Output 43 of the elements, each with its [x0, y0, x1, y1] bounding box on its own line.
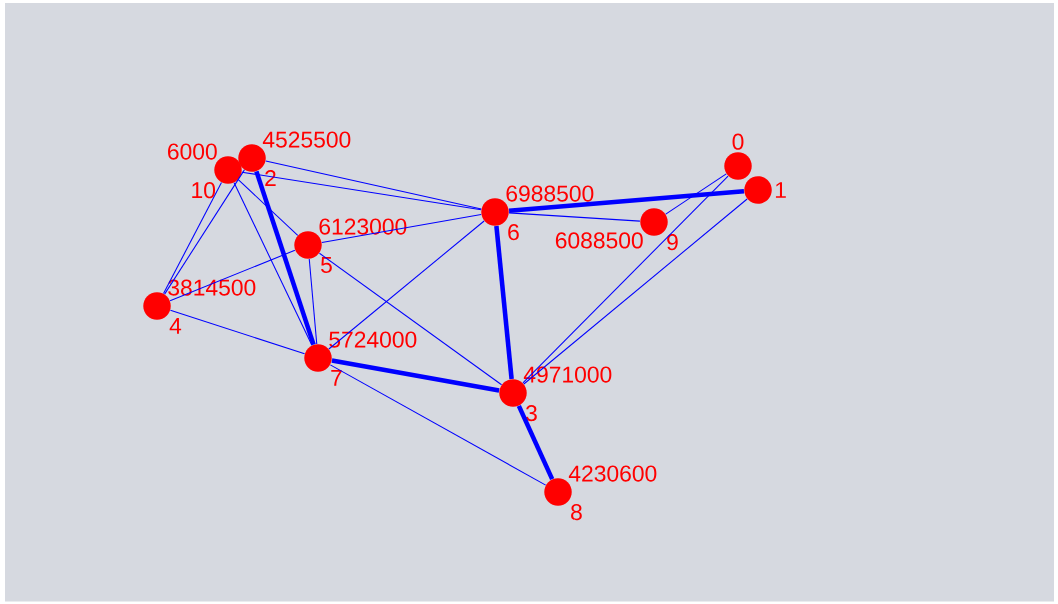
value-label: 6088500 — [555, 232, 643, 249]
edge-line — [254, 170, 316, 346]
edge-line — [523, 198, 748, 385]
edge-line — [522, 175, 729, 384]
index-label: 10 — [192, 182, 216, 199]
edge-line — [164, 169, 245, 295]
value-label: 6123000 — [319, 218, 407, 235]
edge-line — [329, 364, 547, 486]
value-label: 6988500 — [506, 185, 594, 202]
index-label: 0 — [732, 133, 744, 150]
index-label: 1 — [775, 182, 786, 198]
edge-line — [321, 213, 482, 244]
index-label: 8 — [571, 504, 582, 521]
edge-line — [508, 212, 641, 222]
edge-line — [494, 225, 514, 380]
edge-line — [328, 220, 485, 350]
edge-line — [169, 309, 306, 355]
index-label: 6 — [508, 224, 519, 241]
graph-node — [544, 465, 657, 521]
edge-line — [516, 404, 555, 481]
index-label: 5 — [321, 257, 332, 273]
graph-node — [555, 208, 678, 251]
graph-node — [724, 133, 752, 180]
graph-node — [168, 143, 242, 199]
edge-line — [233, 182, 313, 346]
value-label: 6000 — [168, 143, 217, 160]
value-label: 4525500 — [262, 131, 351, 148]
index-label: 9 — [667, 234, 678, 251]
index-label: 7 — [331, 370, 342, 386]
graph-node — [294, 218, 407, 273]
edge-line — [665, 173, 727, 215]
edge-line — [318, 252, 503, 386]
value-label: 4230600 — [568, 465, 657, 482]
edge-line — [331, 358, 500, 393]
edge-line — [265, 160, 482, 210]
edge-line — [308, 258, 318, 345]
edge-line — [508, 188, 745, 214]
graph-node — [744, 176, 786, 204]
graph-node — [238, 131, 351, 187]
edge-line — [237, 179, 299, 236]
index-label: 4 — [169, 318, 182, 334]
index-label: 3 — [525, 405, 537, 422]
edge-line — [241, 171, 482, 211]
